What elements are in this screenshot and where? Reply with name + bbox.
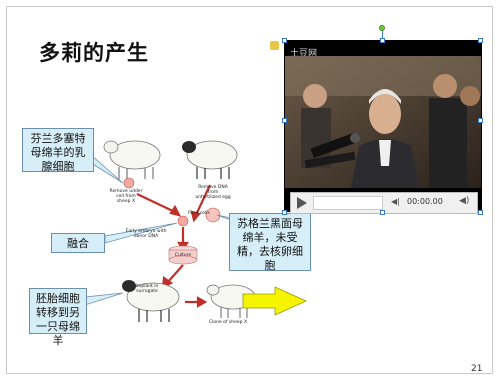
- label-culture: Culture: [174, 253, 192, 258]
- resize-handle-br[interactable]: [478, 210, 483, 215]
- slide-title: 多莉的产生: [39, 41, 149, 65]
- label-remove-dna: Remove DNA from unfertilized egg: [195, 185, 231, 200]
- rotate-handle[interactable]: [379, 25, 385, 31]
- seek-bar[interactable]: [313, 196, 383, 210]
- label-early-embryo: Early embryo with donor DNA: [125, 229, 167, 239]
- label-clone: Clone of sheep X: [208, 320, 248, 325]
- label-implant: Implant in surrogate: [135, 284, 159, 294]
- surrogate-sheep-image: [122, 280, 180, 322]
- resize-handle-ml[interactable]: [282, 118, 287, 123]
- rotate-handle-stem: [382, 31, 383, 40]
- udder-cell: [123, 177, 135, 189]
- video-frame: [285, 56, 481, 188]
- video-player[interactable]: 土豆网: [284, 40, 482, 212]
- video-time: 00:00.00: [407, 197, 443, 206]
- callout-udder-cell: 芬兰多塞特母绵羊的乳腺细胞: [22, 128, 94, 173]
- egg-cell: [205, 207, 221, 223]
- resize-handle-tl[interactable]: [282, 38, 287, 43]
- callout-tail-3: [104, 222, 178, 244]
- label-fuse-cells: Fuse cells: [188, 211, 210, 216]
- volume-icon[interactable]: ◀): [459, 196, 470, 206]
- blackface-sheep-image: [182, 140, 238, 179]
- callout-tail-4: [84, 292, 124, 306]
- resize-handle-tr[interactable]: [478, 38, 483, 43]
- fused-cell: [177, 215, 189, 227]
- culture-dish: [168, 245, 198, 265]
- video-source-label: 土豆网: [290, 49, 318, 59]
- cloning-diagram: [84, 140, 307, 322]
- sheep-x-image: [103, 140, 161, 179]
- callout-egg-cell: 苏格兰黑面母绵羊，未受精，去核卵细胞: [229, 213, 311, 272]
- label-remove-udder: Remove udder cell from sheep X: [109, 189, 143, 204]
- yellow-arrow: [242, 286, 307, 316]
- play-icon[interactable]: [297, 197, 307, 209]
- skip-back-icon[interactable]: ◀|: [391, 197, 400, 206]
- resize-handle-tm[interactable]: [380, 38, 385, 43]
- resize-handle-mr[interactable]: [478, 118, 483, 123]
- resize-handle-bm[interactable]: [380, 210, 385, 215]
- video-controls: ◀| 00:00.00 ◀): [290, 192, 478, 214]
- resize-handle-bl[interactable]: [282, 210, 287, 215]
- callout-fusion: 融合: [51, 233, 105, 253]
- video-badge-icon: [270, 41, 279, 50]
- callout-transfer: 胚胎细胞转移到另一只母绵羊: [29, 288, 87, 347]
- page-number: 21: [471, 364, 483, 374]
